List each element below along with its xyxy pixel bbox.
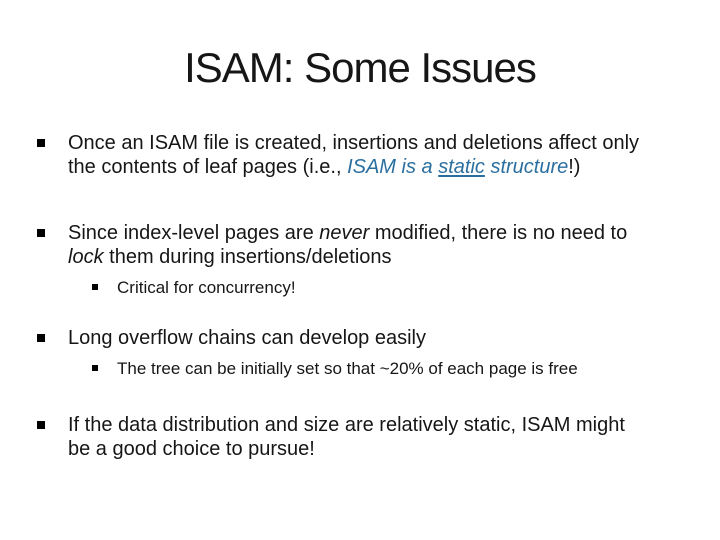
bullet-text: Once an ISAM file is created, insertions… <box>68 131 639 179</box>
bullet-text: Since index-level pages are never modifi… <box>68 221 627 269</box>
bullet-text: The tree can be initially set so that ~2… <box>117 358 578 379</box>
bullet-text: Long overflow chains can develop easily <box>68 326 426 350</box>
text-run: Long overflow chains can develop easily <box>68 327 426 349</box>
sub-bullet-item-2: The tree can be initially set so that ~2… <box>92 358 692 379</box>
page-title: ISAM: Some Issues <box>184 44 537 91</box>
text-run-italic: lock <box>68 246 104 268</box>
text-run: Critical for concurrency! <box>117 278 296 297</box>
bullet-square-icon <box>37 421 45 429</box>
bullet-square-icon <box>37 229 45 237</box>
text-run: be a good choice to pursue! <box>68 438 315 460</box>
text-run-accent: structure <box>484 156 569 178</box>
bullet-square-icon <box>92 284 98 290</box>
text-run: Once an ISAM file is created, insertions… <box>68 132 640 154</box>
bullet-square-icon <box>37 334 45 342</box>
sub-bullet-item-1: Critical for concurrency! <box>92 277 692 298</box>
text-run: them during insertions/deletions <box>103 246 392 268</box>
bullet-item-2: Since index-level pages are never modifi… <box>37 221 707 269</box>
bullet-square-icon <box>92 365 98 371</box>
text-run-accent: ISAM is a <box>347 156 439 178</box>
bullet-text: Critical for concurrency! <box>117 277 296 298</box>
bullet-square-icon <box>37 139 45 147</box>
text-run-accent-underline: static <box>438 156 485 178</box>
text-run: If the data distribution and size are re… <box>68 414 625 436</box>
text-run: Since index-level pages are <box>68 222 320 244</box>
bullet-item-3: Long overflow chains can develop easily <box>37 326 707 350</box>
bullet-item-4: If the data distribution and size are re… <box>37 413 707 461</box>
text-run: the contents of leaf pages (i.e., <box>68 156 348 178</box>
bullet-item-1: Once an ISAM file is created, insertions… <box>37 131 707 179</box>
text-run: !) <box>568 156 581 178</box>
text-run: The tree can be initially set so that ~2… <box>117 359 578 378</box>
text-run-italic: never <box>319 222 370 244</box>
text-run: modified, there is no need to <box>369 222 628 244</box>
bullet-text: If the data distribution and size are re… <box>68 413 625 461</box>
